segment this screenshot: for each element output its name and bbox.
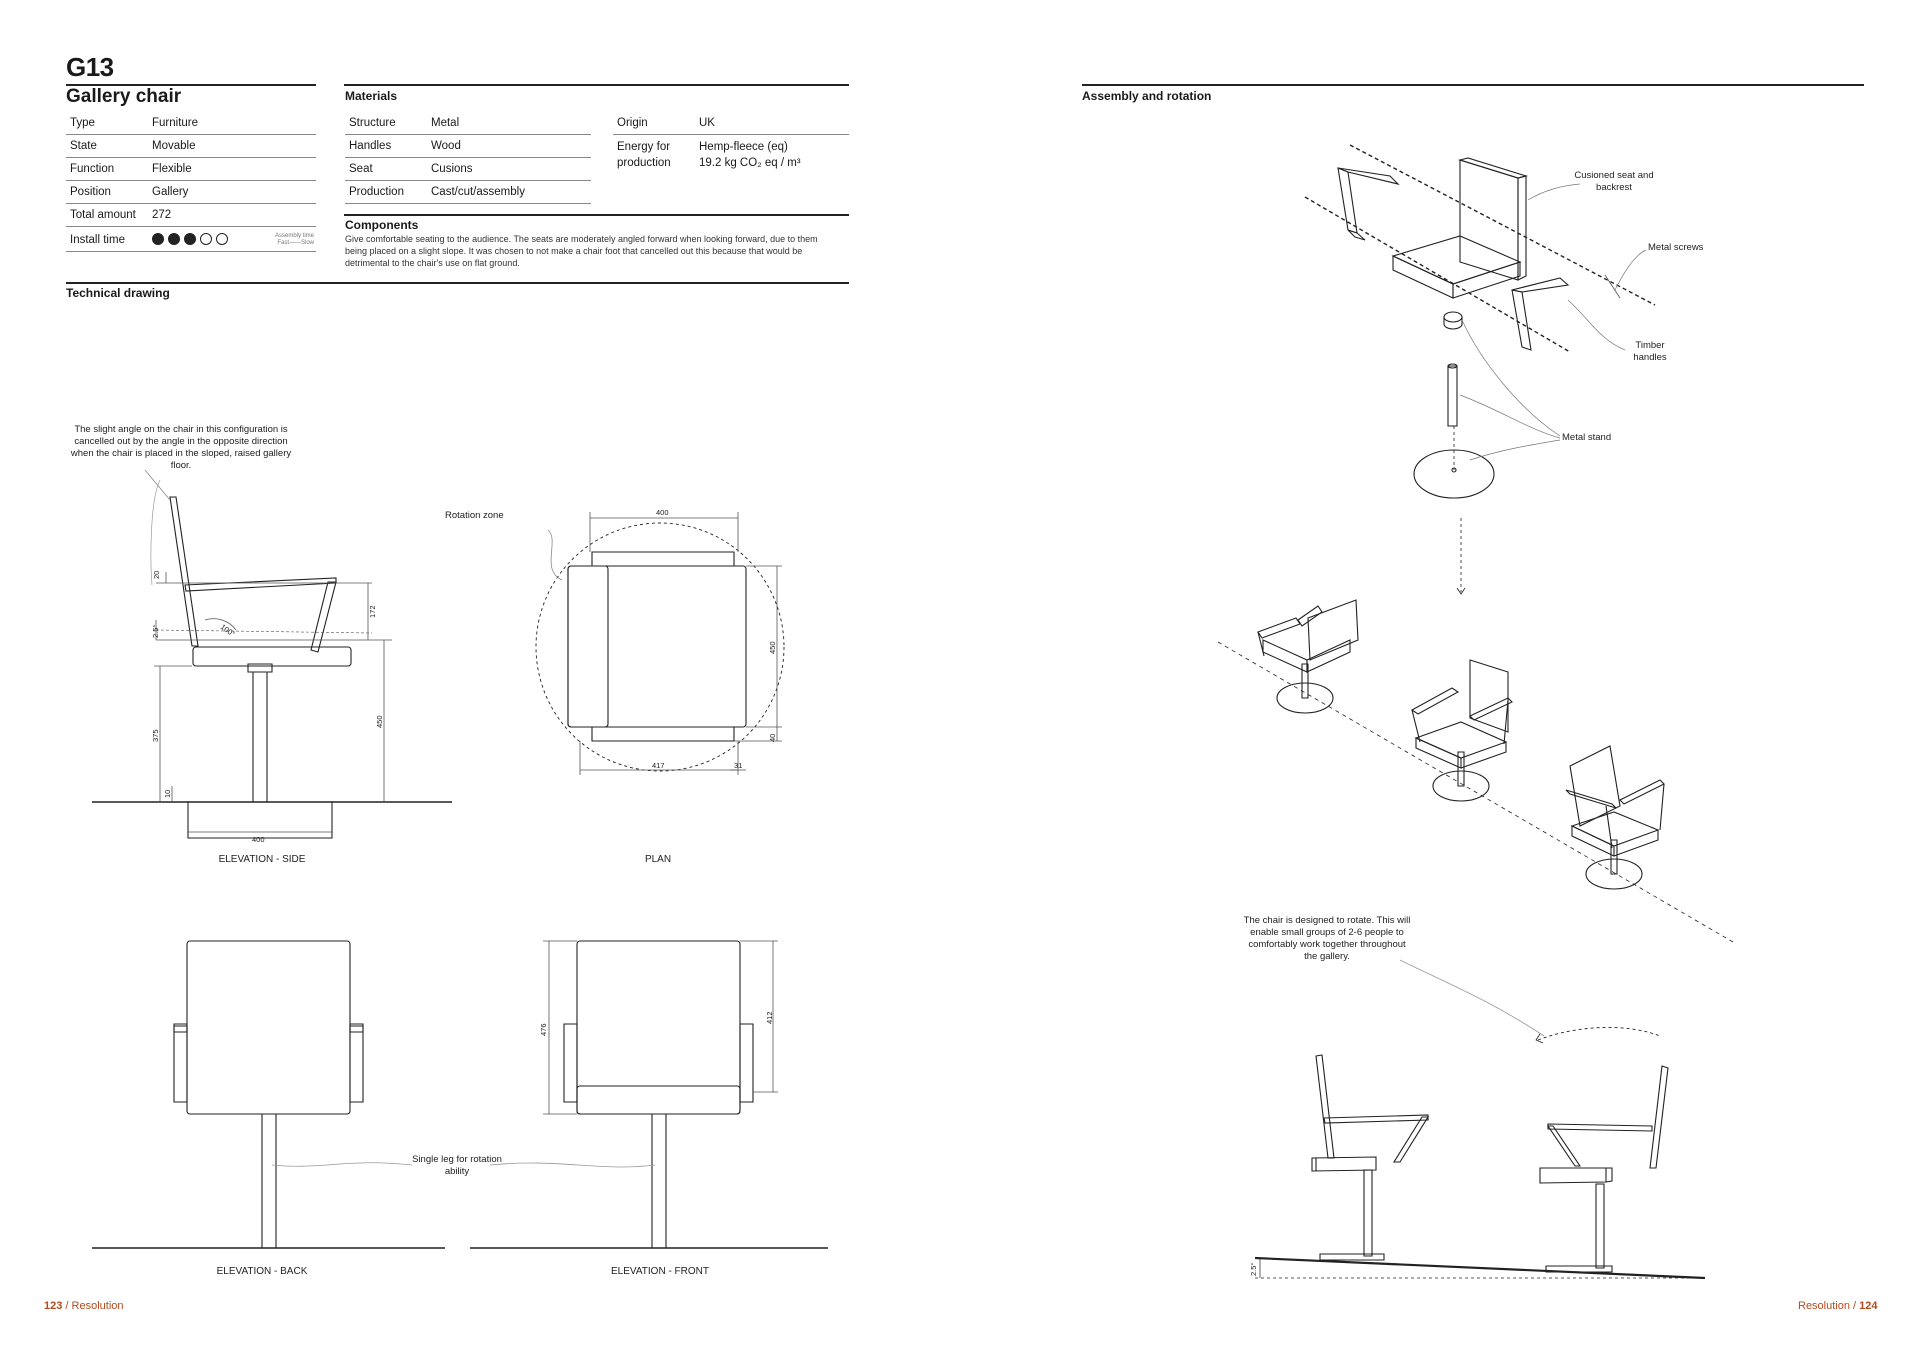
- slope-chairs-drawing: 2.5°: [1249, 1055, 1705, 1278]
- rating-dot-empty: [216, 233, 228, 245]
- rotate-note: The chair is designed to rotate. This wi…: [1243, 915, 1411, 962]
- rating-dot-empty: [200, 233, 212, 245]
- callout-handles: Timber handles: [1633, 340, 1667, 363]
- label-elevation-back: ELEVATION - BACK: [216, 1266, 308, 1277]
- label-elevation-side: ELEVATION - SIDE: [218, 854, 306, 865]
- elevation-side-drawing: 20 2.5° 100° 172 375 450 10 400: [92, 470, 452, 844]
- svg-text:412: 412: [765, 1011, 774, 1024]
- elevation-front-drawing: 476 412: [470, 941, 828, 1248]
- callout-seat: Cusioned seat and backrest: [1574, 170, 1654, 193]
- svg-text:10: 10: [163, 790, 172, 798]
- assembly-heading: Assembly and rotation: [1082, 89, 1212, 103]
- svg-text:400: 400: [252, 835, 265, 844]
- callout-screws: Metal screws: [1648, 242, 1704, 253]
- rotation-zone-circle: [536, 523, 784, 771]
- iso-chair: [1566, 746, 1664, 889]
- svg-text:2.5°: 2.5°: [151, 625, 160, 638]
- single-leg-label: Single leg for rotation ability: [412, 1154, 502, 1177]
- svg-text:450: 450: [768, 641, 777, 654]
- iso-chair: [1412, 660, 1512, 801]
- rating-dot-filled: [184, 233, 196, 245]
- side-angle-note: The slight angle on the chair in this co…: [70, 424, 292, 471]
- materials-heading: Materials: [345, 89, 398, 103]
- energy-value: Hemp-fleece (eq) 19.2 kg CO₂ eq / m³: [699, 141, 801, 169]
- install-time-rating: [152, 233, 228, 245]
- materials-rule: [344, 84, 849, 86]
- technical-heading: Technical drawing: [66, 286, 170, 300]
- svg-text:400: 400: [656, 508, 669, 517]
- elevation-back-drawing: [92, 941, 445, 1248]
- label-elevation-front: ELEVATION - FRONT: [611, 1266, 709, 1277]
- footer-left: 123 / Resolution: [44, 1300, 124, 1312]
- svg-text:375: 375: [151, 729, 160, 742]
- svg-text:172: 172: [368, 605, 377, 618]
- sheet-code: G13: [66, 52, 114, 82]
- svg-text:20: 20: [152, 571, 161, 579]
- svg-text:2.5°: 2.5°: [1249, 1263, 1258, 1276]
- install-legend: Assembly time Fast——Slow: [274, 233, 314, 246]
- components-rule: [344, 214, 849, 216]
- exploded-assembly-drawing: [1305, 145, 1655, 594]
- iso-chair: [1258, 600, 1358, 713]
- svg-text:417: 417: [652, 761, 665, 770]
- rating-dot-filled: [152, 233, 164, 245]
- chairs-on-slope-drawing: [1218, 600, 1733, 1043]
- plan-drawing: 400 450 40 417 31: [536, 508, 784, 775]
- components-text: Give comfortable seating to the audience…: [345, 234, 818, 268]
- label-plan: PLAN: [644, 854, 672, 865]
- footer-right: Resolution / 124: [1798, 1300, 1878, 1312]
- title-rule: [66, 84, 316, 86]
- svg-text:31: 31: [734, 761, 742, 770]
- technical-rule: [66, 282, 849, 284]
- energy-row: Energy for production Hemp-fleece (eq) 1…: [617, 141, 801, 169]
- sheet-title: Gallery chair: [66, 86, 182, 107]
- svg-text:450: 450: [375, 715, 384, 728]
- svg-text:476: 476: [539, 1023, 548, 1036]
- rotation-zone-label: Rotation zone: [445, 510, 504, 521]
- spec-row-install: Install time Assembly time Fast——Slow: [66, 227, 316, 252]
- components-heading: Components: [345, 218, 419, 232]
- svg-text:40: 40: [768, 734, 777, 742]
- svg-text:100°: 100°: [219, 622, 237, 638]
- rating-dot-filled: [168, 233, 180, 245]
- assembly-rule: [1082, 84, 1864, 86]
- callout-stand: Metal stand: [1562, 432, 1612, 443]
- leader-lines: [151, 480, 160, 585]
